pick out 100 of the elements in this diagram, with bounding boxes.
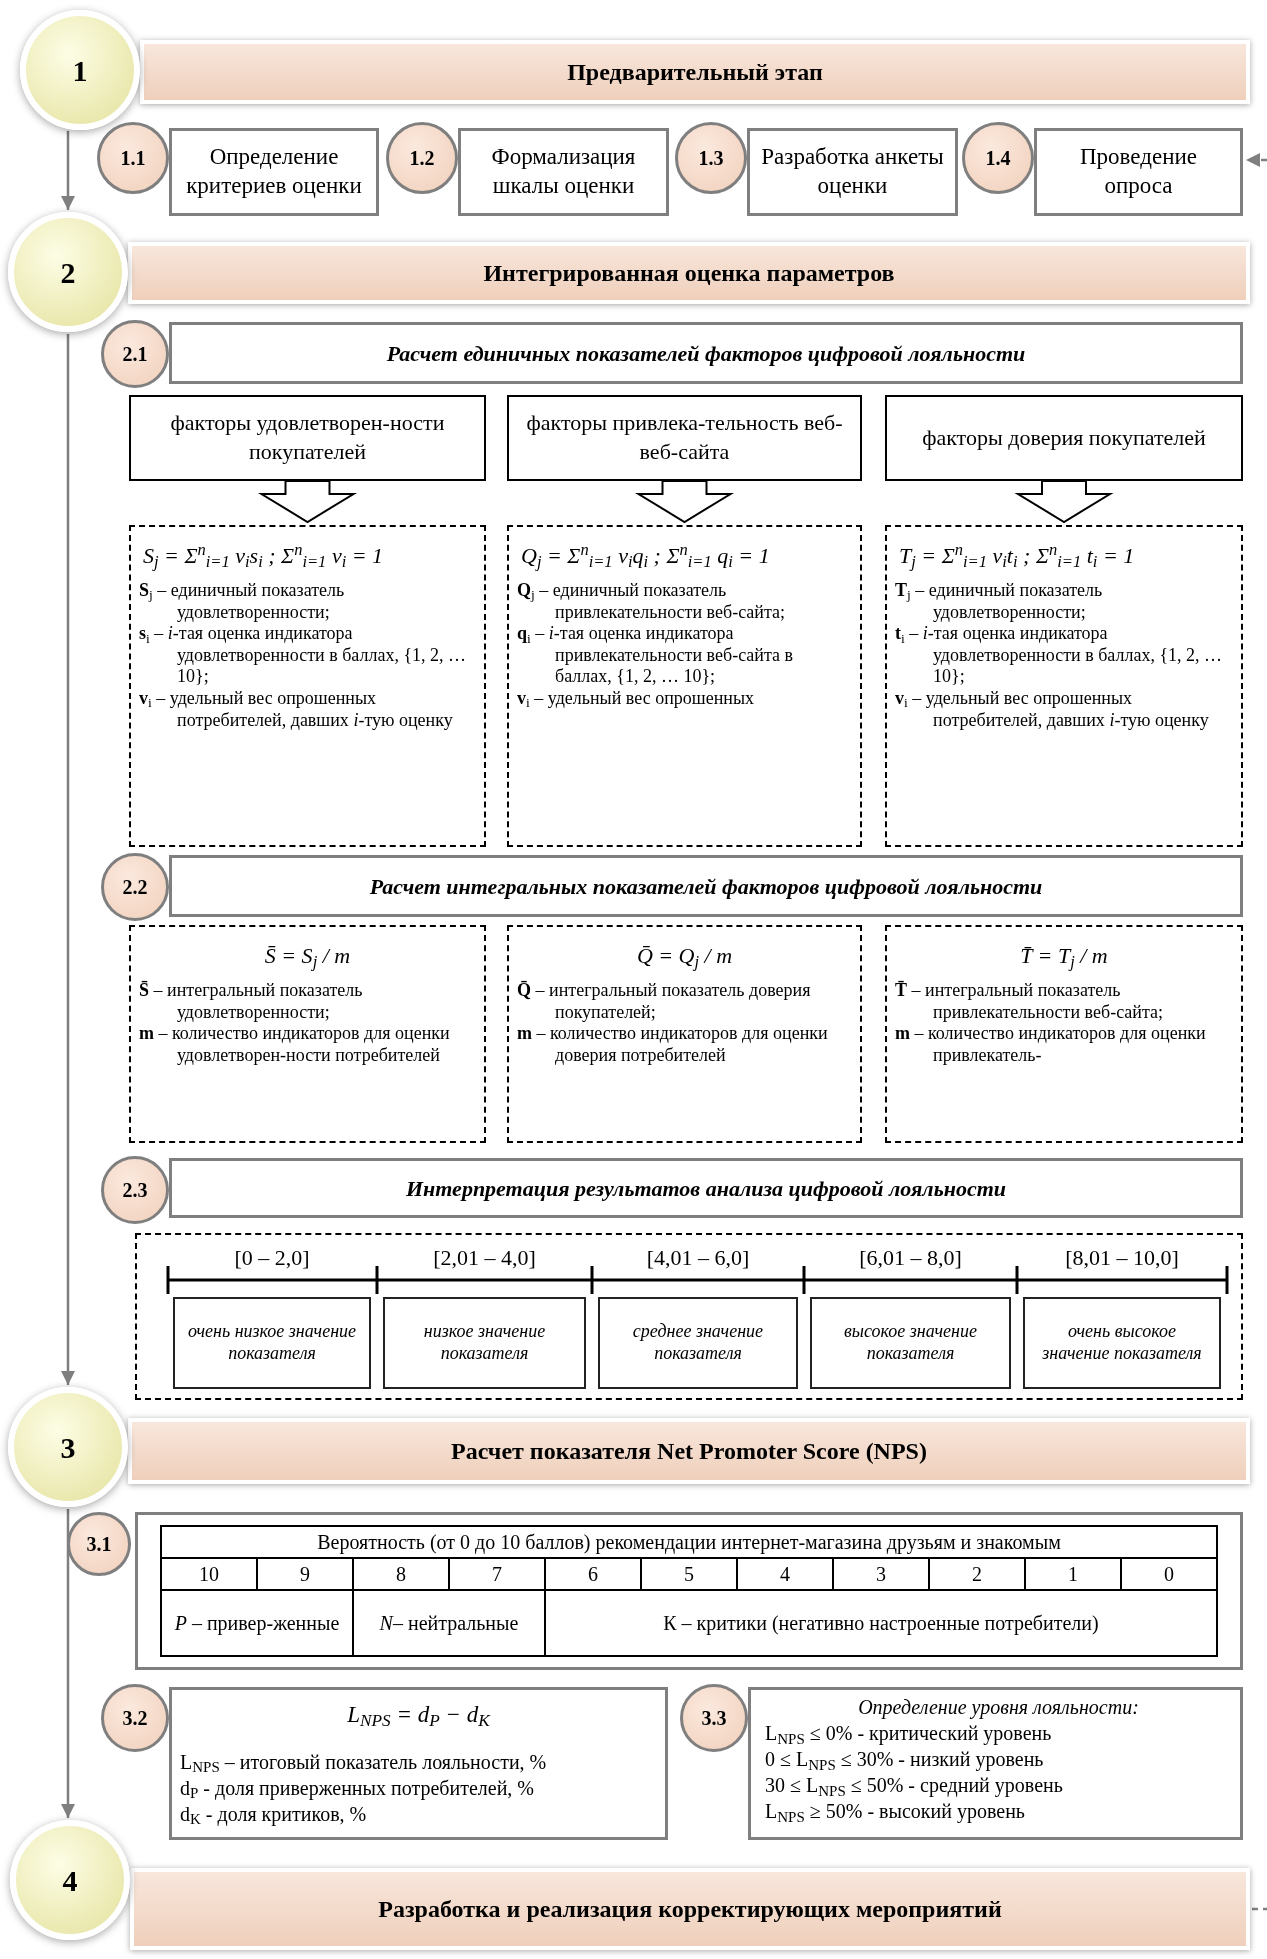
stage-title: Расчет показателя Net Promoter Score (NPS) <box>451 1437 927 1466</box>
definition: L$_{NPS}$ – итоговый показатель лояльности, % <box>179 1749 547 1775</box>
formula-box <box>507 525 862 847</box>
definition: v$_{i}$ – удельный вес опрошенных потребителей, давших i-тую оценку <box>139 687 454 732</box>
table-cell: P – привер-женные <box>161 1590 353 1656</box>
table-cell: 2 <box>929 1558 1025 1590</box>
section-header <box>169 855 1243 917</box>
section-header <box>169 1158 1243 1218</box>
arrow <box>61 1509 75 1819</box>
table-cell: 8 <box>353 1558 449 1590</box>
block-arrow <box>257 480 358 524</box>
substep-number: 3.1 <box>86 1532 112 1557</box>
step-number: 2 <box>60 254 76 291</box>
table-cell: 9 <box>257 1558 353 1590</box>
formula: T̄ = T$_{j}$ / m <box>1020 942 1108 972</box>
section-header <box>169 322 1243 384</box>
definition: S$_{j}$ – единичный показатель удовлетворенности; <box>139 580 346 624</box>
formula: S̄ = S$_{j}$ / m <box>264 942 351 972</box>
definition: T$_{j}$ – единичный показатель удовлетворенности; <box>895 580 1104 624</box>
step-number: 4 <box>62 1862 78 1899</box>
section-title: Расчет интегральных показателей факторов цифровой лояльности <box>369 872 1043 901</box>
substep-number: 1.1 <box>120 146 146 171</box>
substep-number: 2.2 <box>122 875 148 900</box>
substep-number: 1.4 <box>985 146 1011 171</box>
rating-box <box>383 1297 586 1389</box>
range-label: [6,01 – 8,0] <box>858 1247 963 1269</box>
level-rule: L$_{NPS}$ ≤ 0% - критический уровень <box>765 1721 1052 1746</box>
definition: m – количество индикаторов для оценки доверия потребителей <box>517 1023 829 1067</box>
block-arrow <box>634 480 735 524</box>
definition: t$_{i}$ – i-тая оценка индикатора удовлетворенности в баллах, {1, 2, … 10}; <box>895 623 1224 688</box>
table-cell: Вероятность (от 0 до 10 баллов) рекомендации интернет-магазина друзьям и знакомым <box>161 1526 1217 1558</box>
level-rule: 30 ≤ L$_{NPS}$ ≤ 50% - средний уровень <box>765 1773 1063 1798</box>
level-rule: 0 ≤ L$_{NPS}$ ≤ 30% - низкий уровень <box>765 1747 1044 1772</box>
definition: s$_{i}$ – i-тая оценка индикатора удовлетворенности в баллах, {1, 2, … 10}; <box>139 623 468 688</box>
stage-title: Предварительный этап <box>567 58 823 87</box>
formula: L$_{NPS}$ = d$_{P}$ − d$_{K}$ <box>347 1701 490 1733</box>
table-cell: N– нейтральные <box>353 1590 545 1656</box>
formula-box <box>507 925 862 1143</box>
substep-text: Определение критериев оценки <box>185 143 363 200</box>
rating-box <box>810 1297 1011 1389</box>
substep-text: Разработка анкеты оценки <box>760 143 945 200</box>
definition: Q̄ – интегральный показатель доверия покупателей; <box>517 980 812 1024</box>
definition: d$_{P}$ - доля приверженных потребителей, % <box>179 1775 534 1801</box>
table-cell: 1 <box>1025 1558 1121 1590</box>
substep-number: 3.3 <box>701 1706 727 1731</box>
substep-text: Формализация шкалы оценки <box>490 143 637 200</box>
formula: T$_{j}$ = Σ$^{n}$$_{i=1}$ v$_{i}$t$_{i}$ ; Σ$^{n}$$_{i=1}$ t$_{i}$ = 1 <box>898 539 1135 572</box>
formula: S$_{j}$ = Σ$^{n}$$_{i=1}$ v$_{i}$s$_{i}$ ; Σ$^{n}$$_{i=1}$ v$_{i}$ = 1 <box>142 539 384 572</box>
range-label: [8,01 – 10,0] <box>1064 1247 1180 1269</box>
level-rule: L$_{NPS}$ ≥ 50% - высокий уровень <box>765 1799 1025 1824</box>
table-cell: К – критики (негативно настроенные потребители) <box>545 1590 1217 1656</box>
rating-box <box>1023 1297 1221 1389</box>
stage-title: Разработка и реализация корректирующих мероприятий <box>378 1895 1002 1924</box>
table-cell: 0 <box>1121 1558 1217 1590</box>
formula: Q̄ = Q$_{j}$ / m <box>636 942 733 972</box>
factor-box <box>129 395 486 481</box>
step-number: 3 <box>60 1429 76 1466</box>
rating-text: очень низкое значение показателя <box>186 1321 358 1365</box>
range-label: [4,01 – 6,0] <box>645 1247 751 1269</box>
range-label: [2,01 – 4,0] <box>432 1247 537 1269</box>
arrow <box>61 334 75 1385</box>
definition: Q$_{j}$ – единичный показатель привлекательности веб-сайта; <box>517 580 787 624</box>
table-cell: 5 <box>641 1558 737 1590</box>
substep-text: Проведение опроса <box>1079 143 1198 200</box>
arrow <box>61 130 75 210</box>
substep-number: 1.2 <box>409 146 435 171</box>
definition: S̄ – интегральный показатель удовлетворенности; <box>139 980 364 1024</box>
definition: m – количество индикаторов для оценки привлекатель- <box>895 1023 1207 1067</box>
substep-number: 2.1 <box>122 342 148 367</box>
rating-box <box>173 1297 371 1389</box>
rating-text: низкое значение показателя <box>422 1321 547 1365</box>
scale-panel <box>135 1233 1243 1400</box>
substep-box <box>169 128 379 216</box>
factor-text: факторы удовлетворен-ности покупателей <box>169 409 446 466</box>
factor-text: факторы доверия покупателей <box>922 423 1206 452</box>
table-cell: 3 <box>833 1558 929 1590</box>
section-title: Расчет единичных показателей факторов цифровой лояльности <box>386 339 1026 368</box>
step-number: 1 <box>72 52 88 89</box>
definition: q$_{i}$ – i-тая оценка индикатора привлекательности веб-сайта в баллах, {1, 2, … 10}; <box>517 623 795 688</box>
table-cell: 7 <box>449 1558 545 1590</box>
factor-box <box>885 395 1243 481</box>
arrow <box>1246 153 1267 167</box>
stage-title: Интегрированная оценка параметров <box>483 259 895 288</box>
substep-number: 1.3 <box>698 146 724 171</box>
table-cell: 4 <box>737 1558 833 1590</box>
rating-text: очень высокое значение показателя <box>1041 1321 1203 1365</box>
table-cell: 10 <box>161 1558 257 1590</box>
factor-box <box>507 395 862 481</box>
substep-box <box>747 128 958 216</box>
definition: d$_{K}$ - доля критиков, % <box>179 1801 367 1827</box>
table-panel <box>135 1512 1243 1670</box>
formula-box <box>169 1687 668 1840</box>
factor-text: факторы привлека-тельность веб-веб-сайта <box>525 409 844 466</box>
formula-box <box>885 525 1243 847</box>
range-label: [0 – 2,0] <box>233 1247 311 1269</box>
rating-text: среднее значение показателя <box>631 1321 765 1365</box>
info-box <box>748 1687 1243 1840</box>
section-title: Интерпретация результатов анализа цифровой лояльности <box>405 1174 1007 1203</box>
substep-number: 3.2 <box>122 1706 148 1731</box>
substep-box <box>1034 128 1243 216</box>
